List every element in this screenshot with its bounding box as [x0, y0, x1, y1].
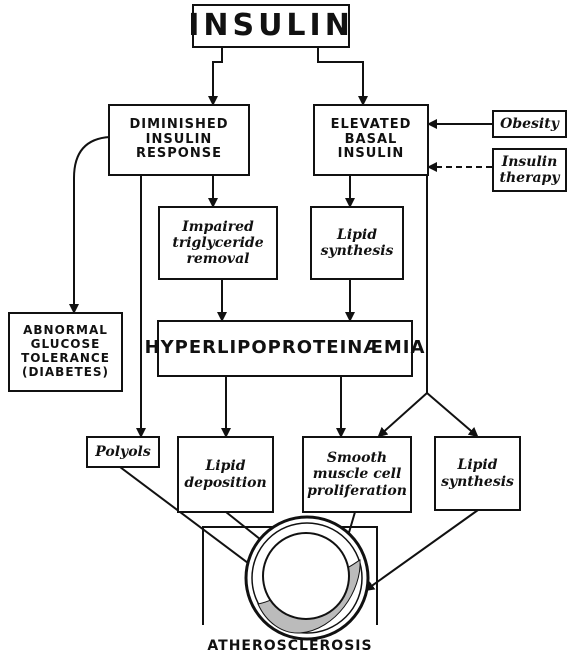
insulin-therapy-box: Insulin therapy — [492, 148, 567, 192]
abnormal-glucose-tolerance-box: ABNORMAL GLUCOSE TOLERANCE (DIABETES) — [8, 312, 123, 392]
elevated-basal-insulin-box: ELEVATED BASAL INSULIN — [313, 104, 429, 176]
smooth-muscle-cell-proliferation-box: Smooth muscle cell proliferation — [302, 436, 412, 513]
arrow-insulin-to-diminished — [208, 46, 223, 106]
lipid-deposition-box: Lipid deposition — [177, 436, 274, 513]
lipid-synthesis-upper-box: Lipid synthesis — [310, 206, 404, 280]
arrow-branch-to-smooth — [377, 392, 428, 438]
artery-illustration — [244, 515, 370, 641]
arrow-polyols-to-artery — [119, 466, 270, 580]
arrow-diminished-to-abnormal — [69, 136, 111, 314]
arrow-insulin-to-elevated — [317, 46, 368, 106]
insulin-title-box: INSULIN — [188, 4, 350, 48]
atherosclerosis-label: ATHEROSCLEROSIS — [207, 638, 373, 654]
hyperlipoproteinaemia-box: HYPERLIPOPROTEINÆMIA — [145, 320, 424, 377]
arrow-branch-to-lipidsyn-lower — [426, 392, 479, 438]
impaired-triglyceride-removal-box: Impaired triglyceride removal — [158, 206, 278, 280]
obesity-box: Obesity — [492, 110, 567, 138]
polyols-box: Polyols — [86, 436, 160, 468]
diminished-insulin-response-box: DIMINISHED INSULIN RESPONSE — [108, 104, 250, 176]
arrow-lipidsyn-to-artery — [364, 509, 479, 592]
lipid-synthesis-lower-box: Lipid synthesis — [434, 436, 521, 511]
